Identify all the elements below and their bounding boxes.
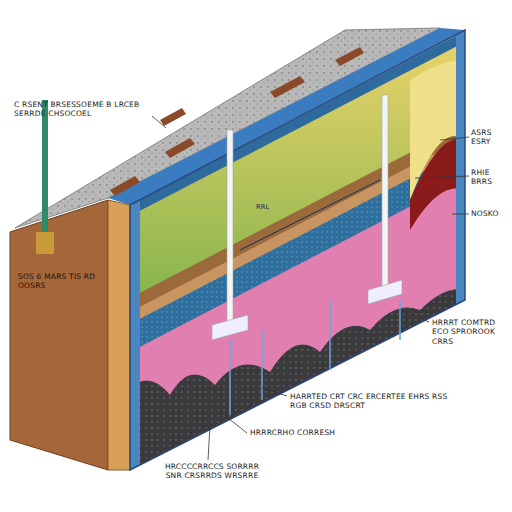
callout-label: C RSENT BRSESSOEME B LRCEB SERRDE CHSOCO…: [14, 100, 152, 119]
front-face: [130, 0, 465, 512]
callout-label: RHIE BRRS: [471, 168, 510, 187]
callout-label: SOS 6 MARS TIS RD OOSRS: [18, 272, 100, 291]
posts: [212, 95, 402, 415]
callout-label: HARRTED CRT CRC ERCERTEE EHRS RSS RGB CR…: [290, 392, 450, 411]
pipe-base: [36, 232, 54, 254]
end-face: [10, 200, 108, 470]
callout-label: HRCCCCRRCCS SORRRR SNR CRSRRDS WRSRRE: [160, 462, 264, 481]
leader-lines: [152, 116, 469, 460]
callout-label: RRL: [256, 203, 276, 211]
callout-label: HRRRCRHO CORRESH: [250, 428, 350, 437]
callout-label: NOSKO: [471, 209, 510, 218]
wood-strip: [108, 200, 130, 470]
callout-label: HRRRT COMTRD ECO SPROROOK CRRS: [432, 318, 510, 346]
callout-label: ASRS ESRY: [471, 128, 510, 147]
pipe: [42, 100, 48, 240]
